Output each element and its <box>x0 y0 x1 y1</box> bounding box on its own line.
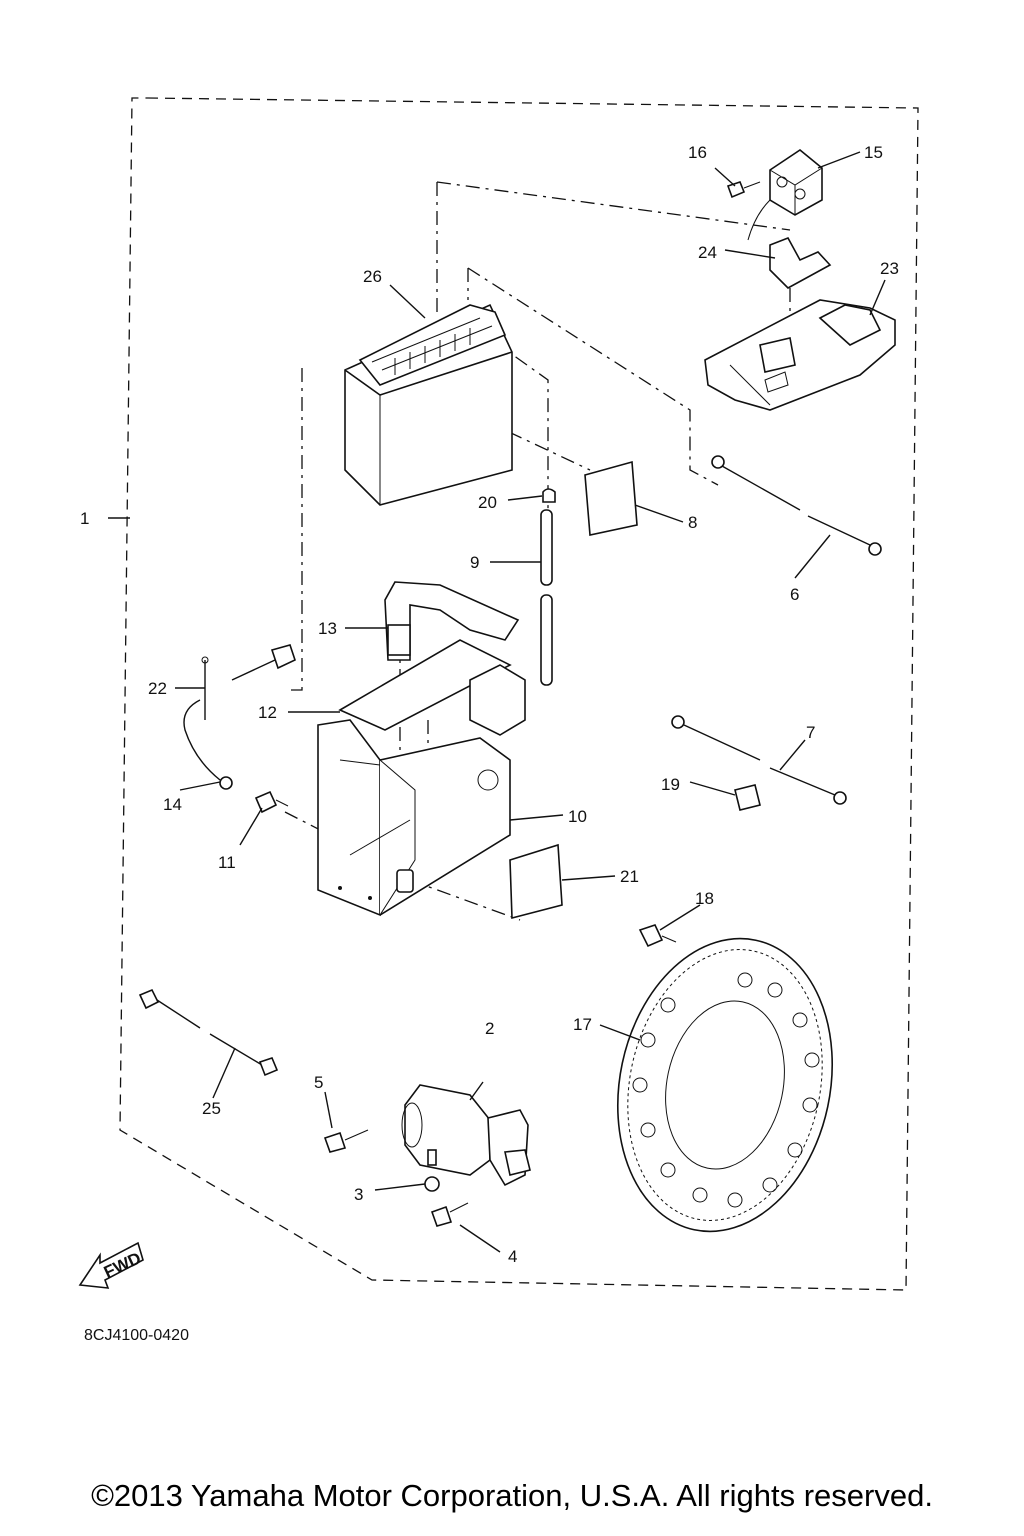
callout-24: 24 <box>698 243 717 262</box>
pad-8-part <box>584 460 638 536</box>
callout-16: 16 <box>688 143 707 162</box>
relay-bracket-part <box>769 236 832 289</box>
callout-2: 2 <box>485 1019 494 1038</box>
drawing-code: 8CJ4100-0420 <box>84 1327 189 1344</box>
starter-relay-part <box>747 149 823 241</box>
callout-23: 23 <box>880 259 899 278</box>
callout-18: 18 <box>695 889 714 908</box>
guide-line <box>290 368 303 691</box>
bolt-16-part <box>726 181 761 199</box>
callout-5: 5 <box>314 1073 323 1092</box>
battery-cover-part <box>704 299 896 411</box>
lead-7-part <box>671 715 847 805</box>
bolt-4-part <box>430 1202 469 1227</box>
copyright-notice: ©2013 Yamaha Motor Corporation, U.S.A. A… <box>91 1478 933 1513</box>
bolt-18-part <box>638 924 677 948</box>
breather-hose-part <box>540 509 553 686</box>
clamp-19-part <box>734 784 761 811</box>
nut-3-part <box>424 1176 440 1192</box>
assembly-boundary <box>119 97 919 1291</box>
callout-10: 10 <box>568 807 587 826</box>
wire-tie-part <box>201 656 209 720</box>
guide-line <box>467 267 719 486</box>
guide-line <box>436 181 791 318</box>
leader-lines <box>108 151 886 1253</box>
callout-20: 20 <box>478 493 497 512</box>
battery-band-part <box>384 581 520 661</box>
plate-12-part <box>338 639 512 731</box>
pad-21-part <box>509 843 563 920</box>
callout-26: 26 <box>363 267 382 286</box>
callout-17: 17 <box>573 1015 592 1034</box>
callout-14: 14 <box>163 795 182 814</box>
callout-4: 4 <box>508 1247 517 1266</box>
lead-14-part <box>183 644 296 790</box>
lead-25-part <box>138 988 279 1077</box>
callout-7: 7 <box>806 723 815 742</box>
bolt-5-part <box>323 1129 369 1153</box>
starter-gear-part <box>616 937 834 1233</box>
fwd-arrow-icon: FWD <box>78 1241 144 1289</box>
callout-12: 12 <box>258 703 277 722</box>
callout-6: 6 <box>790 585 799 604</box>
battery-case-part <box>317 664 526 917</box>
bolt-11-part <box>254 790 289 814</box>
callout-3: 3 <box>354 1185 363 1204</box>
callout-1: 1 <box>80 509 89 528</box>
lead-6-part <box>711 455 882 556</box>
callout-25: 25 <box>202 1099 221 1118</box>
callout-9: 9 <box>470 553 479 572</box>
callout-21: 21 <box>620 867 639 886</box>
callout-19: 19 <box>661 775 680 794</box>
callout-22: 22 <box>148 679 167 698</box>
callout-11: 11 <box>218 853 236 872</box>
starter-motor-part <box>401 1084 531 1187</box>
callout-13: 13 <box>318 619 337 638</box>
clip-20-part <box>542 488 556 503</box>
callout-labels: 1 2 3 4 5 6 7 8 9 10 11 12 13 14 15 16 1… <box>80 143 899 1266</box>
callout-8: 8 <box>688 513 697 532</box>
battery-part <box>344 303 513 506</box>
callout-15: 15 <box>864 143 883 162</box>
